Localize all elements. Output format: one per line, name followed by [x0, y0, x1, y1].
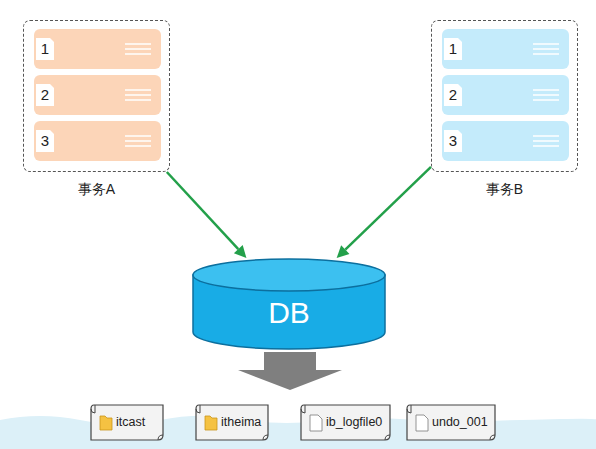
cylinder-top: [193, 259, 385, 291]
operation-row: 1: [442, 29, 569, 69]
row-line: [533, 94, 559, 96]
row-line: [533, 140, 559, 142]
row-line: [125, 135, 151, 137]
number-chip: [36, 84, 54, 106]
row-line: [533, 53, 559, 55]
scroll-curl: [158, 435, 163, 440]
file-item: ib_logfile0: [298, 401, 393, 443]
transaction-group: 事务A123: [23, 20, 170, 172]
document-icon: [310, 415, 322, 431]
operation-row: 3: [442, 121, 569, 161]
step-number: 1: [445, 39, 461, 59]
folder-icon: [205, 416, 217, 430]
flow-arrow: [337, 167, 431, 258]
number-chip: [444, 38, 462, 60]
row-line: [533, 89, 559, 91]
row-decoration: [34, 75, 161, 115]
scroll-body: [301, 405, 390, 440]
row-line: [125, 145, 151, 147]
scroll-curl: [385, 435, 390, 440]
scroll-curl: [263, 435, 268, 440]
file-name: ib_logfile0: [326, 415, 382, 430]
scroll-body: [407, 405, 495, 440]
row-line: [533, 99, 559, 101]
file-name: itheima: [221, 415, 261, 430]
file-item: itheima: [193, 401, 271, 443]
database-cylinder: DB: [192, 258, 386, 350]
row-decoration: [442, 29, 569, 69]
flow-down-arrow: [238, 352, 342, 390]
scroll-curl: [407, 405, 411, 413]
row-line: [125, 43, 151, 45]
row-line: [125, 48, 151, 50]
operation-row: 1: [34, 29, 161, 69]
document-icon: [416, 415, 428, 431]
scroll-curl: [301, 405, 305, 413]
operation-row: 2: [34, 75, 161, 115]
group-label: 事务B: [412, 181, 596, 199]
step-number: 1: [37, 39, 53, 59]
group-label: 事务A: [4, 181, 189, 199]
transaction-group: 事务B123: [431, 20, 578, 172]
step-number: 2: [37, 85, 53, 105]
row-line: [125, 94, 151, 96]
flow-arrow: [167, 172, 247, 258]
scroll-curl: [196, 405, 200, 413]
number-chip: [444, 84, 462, 106]
scroll-curl: [91, 405, 95, 413]
row-decoration: [442, 121, 569, 161]
step-number: 3: [37, 131, 53, 151]
row-line: [125, 53, 151, 55]
file-name: itcast: [116, 415, 145, 430]
scroll-curl: [490, 435, 495, 440]
operation-row: 2: [442, 75, 569, 115]
file-item: itcast: [88, 401, 166, 443]
arrow-head: [337, 245, 350, 258]
folder-icon: [100, 416, 112, 430]
number-chip: [444, 130, 462, 152]
scroll-body: [91, 405, 163, 440]
database-label: DB: [192, 296, 386, 330]
number-chip: [36, 38, 54, 60]
row-line: [533, 135, 559, 137]
water-band: [0, 416, 596, 449]
row-line: [533, 48, 559, 50]
row-line: [125, 140, 151, 142]
step-number: 2: [445, 85, 461, 105]
operation-row: 3: [34, 121, 161, 161]
row-decoration: [34, 121, 161, 161]
number-chip: [36, 130, 54, 152]
row-decoration: [34, 29, 161, 69]
arrow-head: [234, 245, 247, 258]
file-item: undo_001: [404, 401, 498, 443]
row-line: [533, 145, 559, 147]
step-number: 3: [445, 131, 461, 151]
scroll-body: [196, 405, 268, 440]
row-line: [125, 89, 151, 91]
flow-line: [167, 172, 238, 249]
row-line: [125, 99, 151, 101]
row-decoration: [442, 75, 569, 115]
flow-line: [345, 167, 431, 250]
row-line: [533, 43, 559, 45]
file-name: undo_001: [432, 415, 488, 430]
